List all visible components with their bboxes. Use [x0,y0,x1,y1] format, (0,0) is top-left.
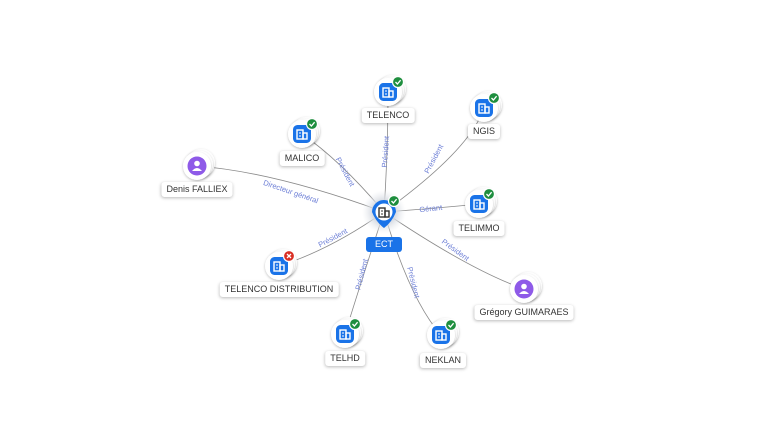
company-node[interactable] [465,187,497,218]
node-label[interactable]: TELENCO DISTRIBUTION [219,282,339,297]
company-node[interactable] [331,317,363,348]
check-badge-icon [387,194,401,208]
edge-relation-label: Président [334,156,357,189]
check-badge-icon [305,117,319,131]
center-node-label[interactable]: ECT [366,237,402,252]
check-badge-icon [348,317,362,331]
building-icon [296,129,308,140]
person-node[interactable] [183,149,215,180]
edge-relation-label: Président [353,257,370,291]
building-icon [435,330,447,341]
check-badge-icon [482,187,496,201]
closed-badge-icon [282,249,296,263]
node-label[interactable]: NGIS [467,124,501,139]
node-label[interactable]: TELENCO [361,108,415,123]
building-icon [382,87,394,98]
company-node[interactable] [374,75,406,106]
person-icon [519,283,529,294]
edge-relation-label: Président [317,226,350,249]
node-label[interactable]: NEKLAN [419,353,467,368]
person-icon [192,160,202,171]
building-icon [378,207,390,218]
node-label[interactable]: MALICO [279,151,325,166]
building-icon [473,199,485,210]
person-node[interactable] [510,272,542,303]
node-label[interactable]: TELIMMO [453,221,505,236]
center-node[interactable] [362,190,406,234]
company-node[interactable] [288,117,320,148]
company-node[interactable] [427,318,459,349]
edge-relation-label: Président [405,266,422,300]
check-badge-icon [487,91,501,105]
edge-relation-label: Président [380,135,391,168]
company-node[interactable] [470,91,502,122]
check-badge-icon [391,75,405,89]
building-icon [273,261,285,272]
building-icon [339,329,351,340]
company-node[interactable] [265,249,297,280]
node-label[interactable]: Grégory GUIMARAES [474,305,574,320]
edge-relation-label: Président [422,142,445,175]
building-icon [478,103,490,114]
check-badge-icon [444,318,458,332]
node-label[interactable]: TELHD [325,351,365,366]
node-label[interactable]: Denis FALLIEX [161,182,233,197]
edge-relation-label: Gérant [419,203,444,214]
edge-relation-label: Directeur général [262,178,320,205]
